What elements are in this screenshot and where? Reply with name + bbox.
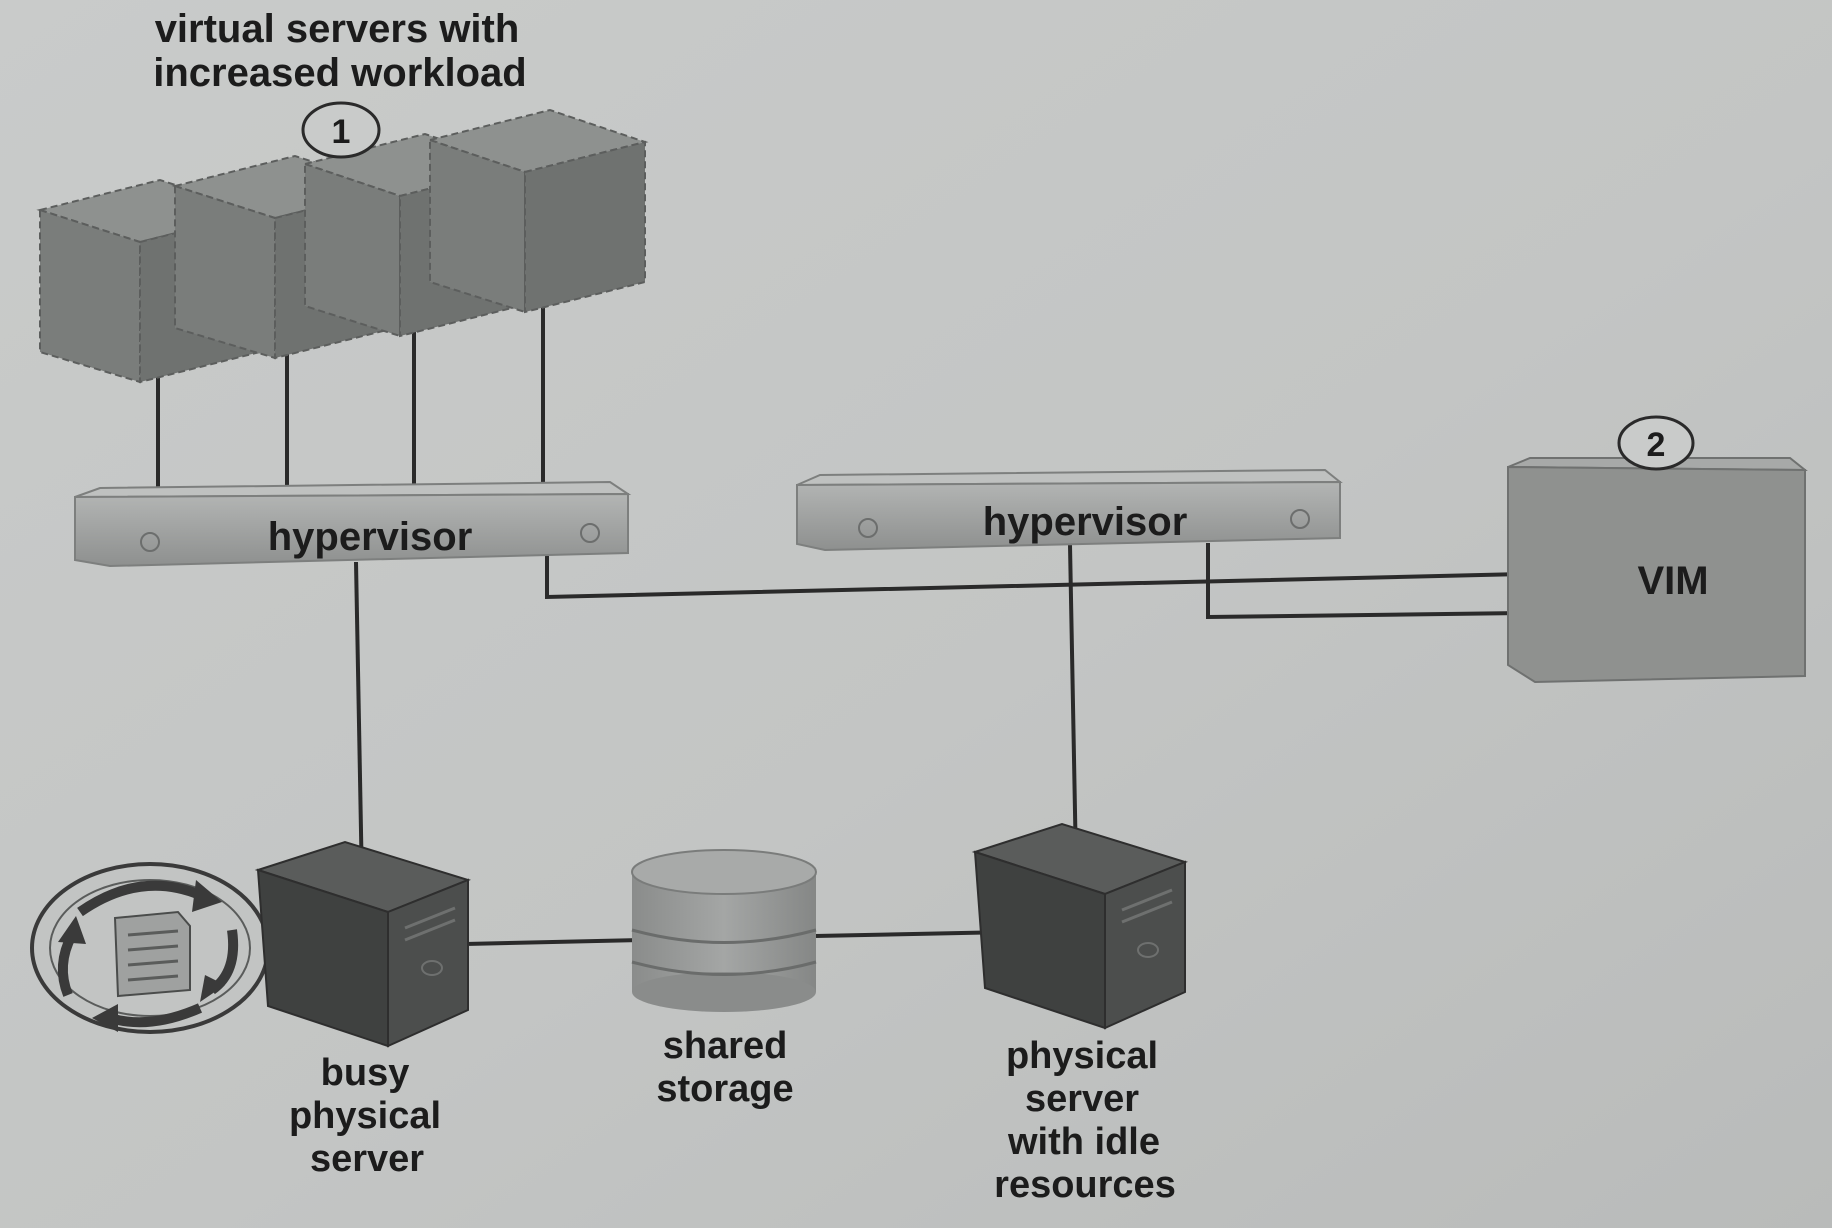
- hypervisor-right-label: hypervisor: [983, 500, 1188, 544]
- right-hypervisor-to-vim-link: [1206, 543, 1524, 620]
- hypervisor-to-idle-server-link: [1068, 544, 1078, 866]
- busy-server-label: busy physical server: [289, 1052, 441, 1180]
- step-marker-1: 1: [301, 101, 381, 159]
- shared-storage-label: shared storage: [656, 1025, 793, 1110]
- idle-server-label: physical server with idle resources: [994, 1035, 1176, 1206]
- document-icon: [113, 910, 191, 998]
- storage-to-idle-server-link: [814, 930, 1011, 938]
- hypervisor-left: hypervisor: [74, 480, 632, 568]
- shared-storage-label-line-1: shared: [663, 1025, 788, 1067]
- hypervisor-right-led-icon: [1290, 509, 1310, 529]
- step-marker-2-label: 2: [1647, 426, 1666, 464]
- busy-physical-server-icon: [254, 840, 471, 1048]
- idle-server-label-line-3: with idle: [1007, 1121, 1160, 1163]
- hypervisor-left-led-icon: [140, 532, 160, 552]
- left-hypervisor-to-vim-link: [545, 556, 1524, 600]
- idle-server-label-line-1: physical: [1006, 1035, 1158, 1077]
- connection-lines: [156, 305, 1524, 946]
- migration-cycle-icon: [30, 862, 270, 1034]
- virtual-servers-group: [36, 108, 649, 384]
- busy-server-label-line-2: physical: [289, 1095, 441, 1137]
- busy-server-label-line-3: server: [310, 1138, 424, 1180]
- idle-physical-server-icon: [971, 822, 1188, 1030]
- hypervisor-right: hypervisor: [796, 468, 1343, 552]
- busy-server-to-storage-link: [464, 938, 641, 946]
- vim-box: VIM: [1507, 457, 1808, 684]
- hypervisor-right-led-icon: [858, 518, 878, 538]
- hypervisor-left-label: hypervisor: [268, 515, 473, 559]
- title-line-1: virtual servers with: [155, 7, 520, 51]
- idle-server-label-line-4: resources: [994, 1164, 1176, 1206]
- hypervisor-left-led-icon: [580, 523, 600, 543]
- virtual-server-icon: [426, 108, 649, 314]
- busy-server-label-line-1: busy: [321, 1052, 410, 1094]
- shared-storage-icon: [631, 849, 817, 1012]
- title-line-2: increased workload: [153, 51, 526, 95]
- idle-server-label-line-2: server: [1025, 1078, 1139, 1120]
- shared-storage-label-line-2: storage: [656, 1068, 793, 1110]
- vim-label: VIM: [1637, 559, 1708, 603]
- step-marker-2: 2: [1617, 415, 1695, 471]
- hypervisor-to-busy-server-link: [354, 561, 364, 886]
- step-marker-1-label: 1: [332, 113, 351, 151]
